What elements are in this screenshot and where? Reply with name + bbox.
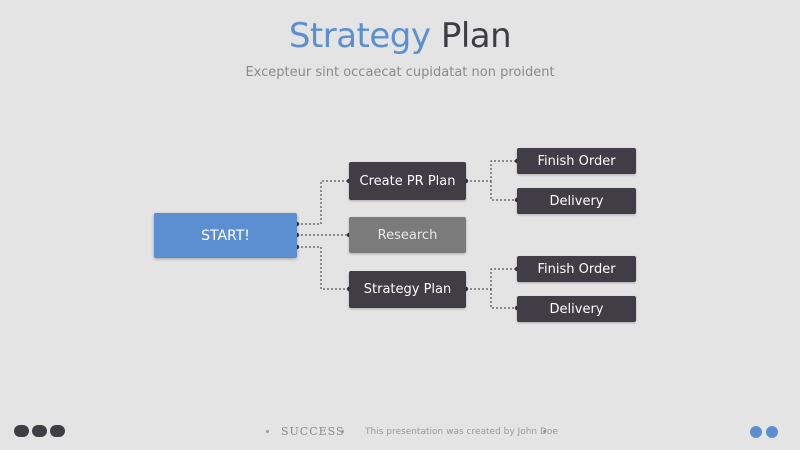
start-node[interactable]: START!: [154, 213, 297, 258]
delivery-node-top[interactable]: Delivery: [517, 188, 636, 214]
footer-separator-dot: [543, 430, 546, 433]
finish-order-node-top[interactable]: Finish Order: [517, 148, 636, 174]
title-accent-word: Strategy: [288, 16, 431, 56]
footer-dot: [14, 425, 29, 437]
footer-nav-dots[interactable]: [750, 426, 778, 438]
finish-order-node-bottom[interactable]: Finish Order: [517, 256, 636, 282]
footer-brand: SUCCESS: [281, 425, 345, 438]
slide-subtitle: Excepteur sint occaecat cupidatat non pr…: [245, 65, 555, 80]
prev-slide-dot[interactable]: [750, 426, 762, 438]
footer-decor-dots-left: [14, 425, 65, 437]
slide-title: Strategy Plan: [0, 16, 800, 56]
link-strategy-to-finish: [466, 268, 517, 290]
link-create-pr-to-finish: [466, 160, 517, 182]
title-rest-word: Plan: [440, 16, 512, 56]
strategy-plan-node[interactable]: Strategy Plan: [349, 271, 466, 308]
footer-credit: This presentation was created by John Do…: [365, 427, 558, 437]
footer-separator-dot: [341, 430, 344, 433]
footer-separator-dot: [266, 430, 269, 433]
research-node[interactable]: Research: [349, 217, 466, 253]
link-create-pr-to-delivery: [490, 181, 517, 201]
link-start-to-create-pr: [297, 180, 349, 225]
delivery-node-bottom[interactable]: Delivery: [517, 296, 636, 322]
link-strategy-to-delivery: [490, 289, 517, 309]
footer-dot: [32, 425, 47, 437]
footer-dot: [50, 425, 65, 437]
link-start-to-strategy: [297, 246, 349, 290]
create-pr-plan-node[interactable]: Create PR Plan: [349, 162, 466, 200]
next-slide-dot[interactable]: [766, 426, 778, 438]
